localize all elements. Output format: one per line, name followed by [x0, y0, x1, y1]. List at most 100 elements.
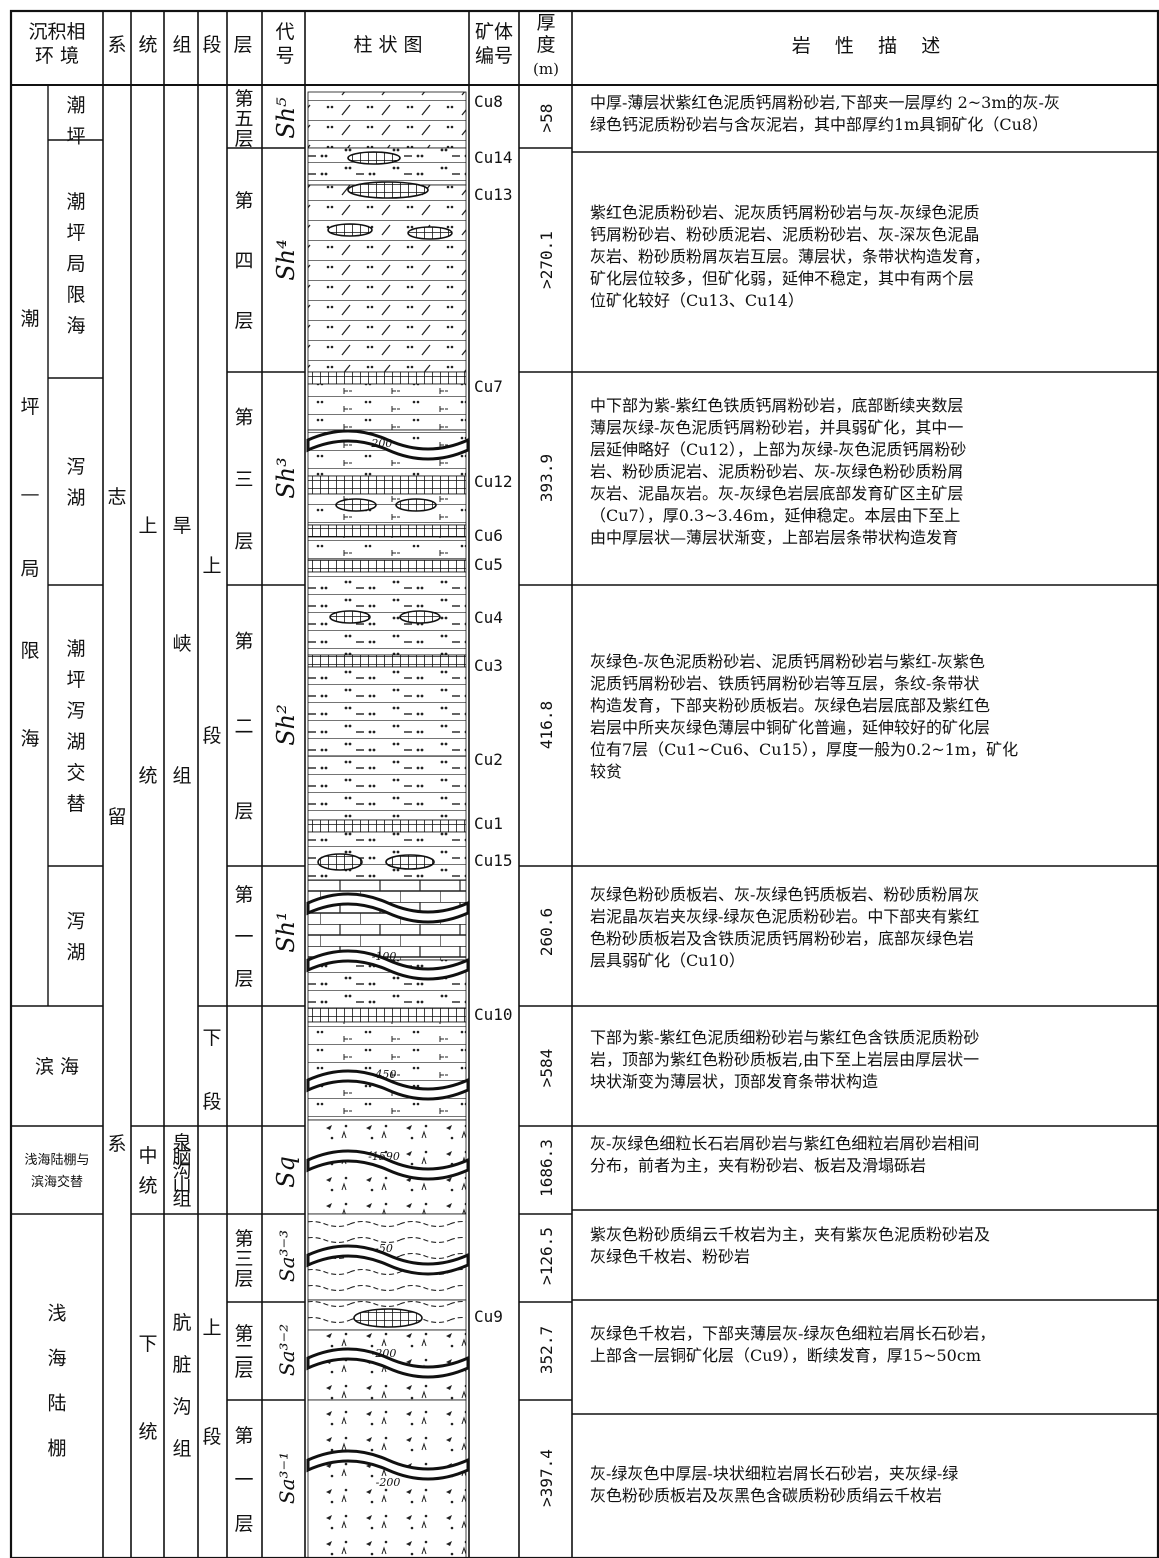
svg-text:层: 层 — [234, 1513, 253, 1535]
lithology-description: 下部为紫-紫红色泥质细粉砂岩与紫红色含铁质泥质粉砂岩，顶部为紫红色粉砂质板岩,由… — [590, 1028, 979, 1091]
svg-text:下: 下 — [138, 1333, 157, 1355]
svg-text:灰绿色千枚岩，下部夹薄层灰-绿灰色细粒岩屑长石砂岩，: 灰绿色千枚岩，下部夹薄层灰-绿灰色细粒岩屑长石砂岩， — [590, 1324, 995, 1343]
svg-text:岩泥晶灰岩夹灰绿-绿灰色泥质粉砂岩。中下部夹有紫红: 岩泥晶灰岩夹灰绿-绿灰色泥质粉砂岩。中下部夹有紫红 — [590, 907, 979, 926]
svg-text:替: 替 — [66, 793, 85, 815]
layer-label: 第一层 — [234, 884, 253, 990]
stratum-code: Sa³⁻³ — [275, 1230, 299, 1282]
svg-text:统: 统 — [138, 765, 157, 787]
svg-text:上: 上 — [138, 515, 157, 537]
column-wave-break — [306, 1069, 470, 1101]
env-full-label: 滨 海 — [35, 1056, 79, 1078]
svg-text:第: 第 — [234, 1425, 253, 1447]
env-big-char: 海 — [20, 728, 39, 750]
svg-text:岩、粉砂质泥岩、泥质粉砂岩、灰-灰绿色粉砂质粉屑: 岩、粉砂质泥岩、泥质粉砂岩、灰-灰绿色粉砂质粉屑 — [590, 462, 963, 481]
svg-text:四: 四 — [234, 250, 253, 272]
column-annotation: -1590 — [368, 1150, 400, 1163]
header-code-1: 代 — [275, 21, 294, 43]
svg-text:灰岩、粉砂质粉屑灰岩互层。薄层状，条带状构造发育，: 灰岩、粉砂质粉屑灰岩互层。薄层状，条带状构造发育， — [590, 247, 990, 266]
lithology-description: 灰绿色粉砂质板岩、灰-灰绿色钙质板岩、粉砂质粉屑灰岩泥晶灰岩夹灰绿-绿灰色泥质粉… — [590, 885, 979, 970]
column-wave-break — [306, 949, 470, 981]
ore-body-label: Cu7 — [474, 377, 503, 396]
svg-text:滨海交替: 滨海交替 — [31, 1174, 83, 1190]
svg-text:峡: 峡 — [172, 633, 191, 655]
svg-text:旱: 旱 — [172, 515, 191, 537]
svg-text:上: 上 — [202, 1317, 221, 1339]
svg-text:局: 局 — [66, 253, 85, 275]
svg-text:矿化层位较多，但矿化弱，延伸不稳定，其中有两个层: 矿化层位较多，但矿化弱，延伸不稳定，其中有两个层 — [590, 269, 974, 288]
svg-text:脑: 脑 — [172, 1146, 191, 1168]
column-wave-break — [306, 1244, 470, 1276]
stratum-code: Sh² — [272, 704, 300, 746]
svg-text:第: 第 — [234, 1228, 253, 1250]
svg-text:下部为紫-紫红色泥质细粉砂岩与紫红色含铁质泥质粉砂: 下部为紫-紫红色泥质细粉砂岩与紫红色含铁质泥质粉砂 — [590, 1028, 979, 1047]
svg-text:统: 统 — [138, 1421, 157, 1443]
member-label: 上段 — [202, 1317, 221, 1448]
column-annotation: -450 — [372, 1068, 397, 1081]
column-band — [307, 819, 467, 833]
ore-body-label: Cu5 — [474, 555, 503, 574]
thickness-value: 393.9 — [537, 454, 556, 502]
svg-text:泻: 泻 — [66, 456, 85, 478]
group-label: 旱峡组 — [172, 515, 191, 787]
svg-text:泻: 泻 — [66, 911, 85, 933]
svg-text:上部含一层铜矿化层（Cu9），断续发育，厚15~50cm: 上部含一层铜矿化层（Cu9），断续发育，厚15~50cm — [590, 1346, 981, 1365]
header-thickness-2: 度 — [536, 34, 555, 56]
column-band — [307, 559, 467, 573]
svg-text:湖: 湖 — [66, 731, 85, 753]
svg-text:二: 二 — [234, 1341, 253, 1363]
system-label: 留 — [107, 806, 126, 828]
ore-body-label: Cu14 — [474, 148, 513, 167]
svg-text:下: 下 — [202, 1027, 221, 1049]
stratum-code: Sh⁵ — [272, 97, 300, 139]
layer-label: 第一层 — [234, 1425, 253, 1535]
series-label: 下统 — [138, 1333, 157, 1443]
thickness-value: >584 — [537, 1049, 556, 1088]
svg-text:五: 五 — [234, 108, 253, 130]
thickness-value: 260.6 — [537, 908, 556, 956]
column-band — [307, 184, 467, 373]
svg-text:层: 层 — [234, 1268, 253, 1290]
ore-body-label: Cu1 — [474, 814, 503, 833]
svg-text:位矿化较好（Cu13、Cu14）: 位矿化较好（Cu13、Cu14） — [590, 291, 804, 310]
system-label: 系 — [107, 1133, 126, 1155]
header-code-2: 号 — [275, 45, 294, 67]
ore-body-label: Cu15 — [474, 851, 513, 870]
svg-text:（Cu7），厚0.3~3.46m，延伸稳定。本层由下至上: （Cu7），厚0.3~3.46m，延伸稳定。本层由下至上 — [590, 506, 960, 525]
column-band — [307, 571, 467, 656]
header-env-line1: 沉积相 — [28, 21, 85, 43]
ore-body-label: Cu3 — [474, 656, 503, 675]
svg-text:位有7层（Cu1~Cu6、Cu15），厚度一般为0.2~1m: 位有7层（Cu1~Cu6、Cu15），厚度一般为0.2~1m，矿化 — [590, 740, 1018, 759]
svg-text:第: 第 — [234, 631, 253, 653]
thickness-value: 1686.3 — [537, 1139, 556, 1197]
svg-text:一: 一 — [234, 1469, 253, 1491]
svg-text:山: 山 — [172, 1174, 191, 1196]
thickness-value: >397.4 — [537, 1449, 556, 1507]
ore-body-label: Cu8 — [474, 92, 503, 111]
svg-text:坪: 坪 — [66, 222, 85, 244]
column-wave-break — [306, 1449, 470, 1481]
layer-label: 第三层 — [234, 407, 253, 553]
header-layer: 层 — [233, 34, 252, 56]
svg-text:一: 一 — [234, 926, 253, 948]
table-header: 沉积相 环 境 系 统 组 段 层 代 号 柱 状 图 矿体 编号 厚 度 (m… — [28, 12, 940, 78]
svg-text:第: 第 — [234, 88, 253, 110]
column-wave-break — [306, 429, 470, 461]
svg-text:脏: 脏 — [172, 1354, 191, 1376]
lithology-description: 中下部为紫-紫红色铁质钙屑粉砂岩，底部断续夹数层薄层灰绿-灰色泥质钙屑粉砂岩，并… — [590, 396, 966, 547]
column-band — [307, 1007, 467, 1023]
svg-text:中厚-薄层状紫红色泥质钙屑粉砂岩,下部夹一层厚约 2~3m的: 中厚-薄层状紫红色泥质钙屑粉砂岩,下部夹一层厚约 2~3m的灰-灰 — [590, 93, 1060, 112]
env-big-char: — — [21, 483, 40, 505]
env-big-char: 坪 — [20, 396, 39, 418]
svg-text:第: 第 — [234, 884, 253, 906]
svg-text:钙屑粉砂岩、粉砂质泥岩、泥质粉砂岩、灰-深灰色泥晶: 钙屑粉砂岩、粉砂质泥岩、泥质粉砂岩、灰-深灰色泥晶 — [590, 225, 979, 244]
svg-text:由中厚层状—薄层状渐变，上部岩层条带状构造发育: 由中厚层状—薄层状渐变，上部岩层条带状构造发育 — [590, 528, 958, 547]
env-sub-label: 泻湖 — [66, 456, 85, 509]
svg-text:泉: 泉 — [172, 1132, 191, 1154]
header-thickness-1: 厚 — [536, 12, 555, 34]
svg-text:浅海陆棚与: 浅海陆棚与 — [24, 1152, 89, 1168]
svg-text:块状渐变为薄层状，顶部发育条带状构造: 块状渐变为薄层状，顶部发育条带状构造 — [590, 1072, 878, 1091]
svg-text:三: 三 — [234, 1248, 253, 1270]
svg-text:湖: 湖 — [66, 487, 85, 509]
svg-text:潮: 潮 — [66, 191, 85, 213]
